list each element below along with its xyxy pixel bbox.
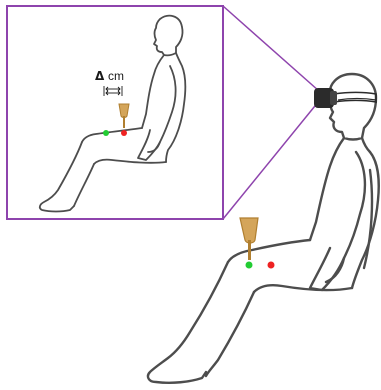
vr-headset-icon [314,88,376,108]
delta-unit-label: cm [108,69,124,83]
inset-red-marker [121,130,127,136]
zoom-connector [223,6,319,219]
delta-symbol: Δ [95,69,105,83]
main-green-marker [246,262,253,269]
main-paddle [240,218,258,260]
inset-green-marker [103,130,109,136]
main-red-marker [268,262,275,269]
inset-frame [7,6,223,219]
